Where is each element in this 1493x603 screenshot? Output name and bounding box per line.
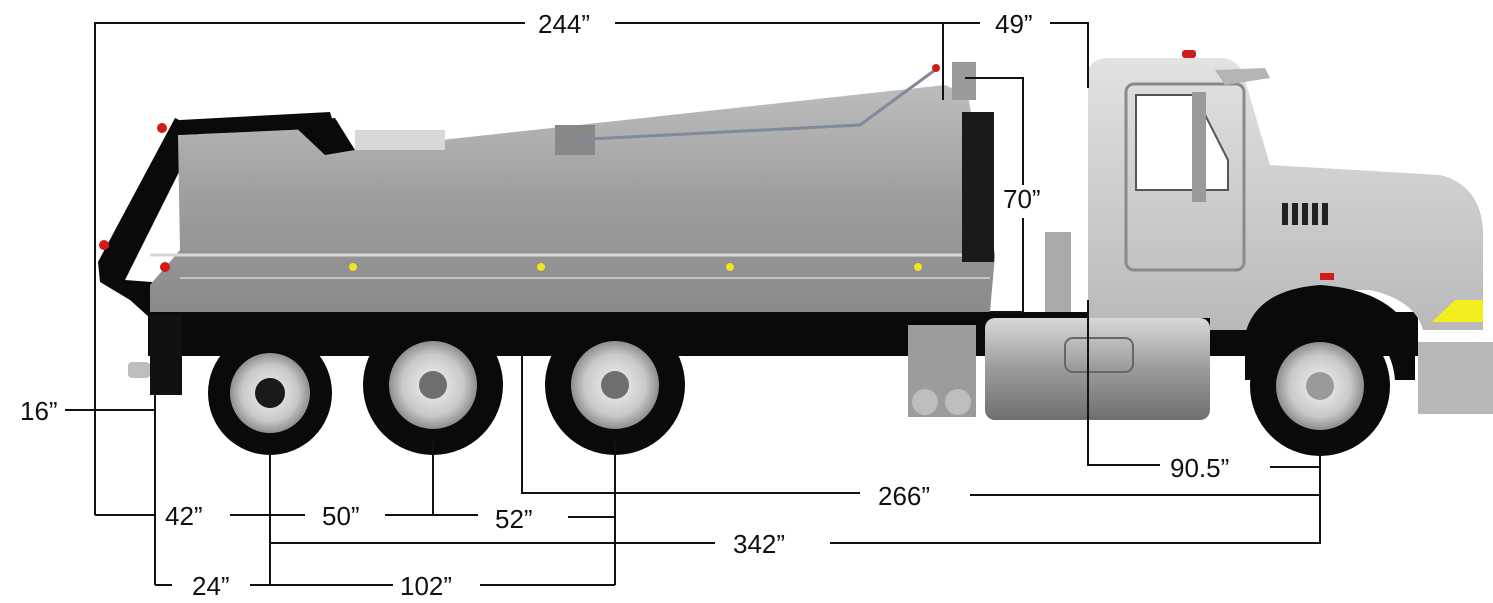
dim-342: 342” (733, 529, 785, 559)
exhaust-stack (1045, 232, 1071, 312)
dimension-lines (65, 22, 1321, 586)
headboard (962, 112, 994, 262)
rear-axle-wheel-3 (545, 315, 685, 455)
headlight (1432, 300, 1483, 322)
fuel-tank (985, 318, 1210, 420)
marker-light-red (160, 262, 170, 272)
dim-49: 49” (995, 9, 1033, 39)
truck-illustration (98, 50, 1493, 456)
dim-244: 244” (538, 9, 590, 39)
body-lift-cylinder (355, 130, 445, 150)
body-rear-slope (290, 118, 355, 155)
front-bumper (1418, 342, 1493, 414)
dim-52: 52” (495, 504, 533, 534)
front-wheel (1250, 316, 1390, 456)
dim-266: 266” (878, 481, 930, 511)
side-marker-red (1320, 273, 1334, 280)
rear-axle-wheel-1 (208, 331, 332, 455)
marker-light-yellow (349, 263, 357, 271)
dimension-labels: 244” 49” 70” 16” 42” 50” 52” 90.5” 266” … (20, 9, 1229, 601)
tarp-arm (569, 68, 936, 142)
visor (1215, 68, 1270, 85)
dim-16: 16” (20, 396, 58, 426)
marker-light-yellow (726, 263, 734, 271)
dim-90-5: 90.5” (1170, 453, 1229, 483)
marker-light-yellow (537, 263, 545, 271)
body-top-rail (178, 112, 335, 135)
dim-42: 42” (165, 501, 203, 531)
dim-50: 50” (322, 501, 360, 531)
rear-axle-wheel-2 (363, 315, 503, 455)
headboard-cap (952, 62, 976, 100)
dim-24: 24” (192, 571, 230, 601)
mirror (1192, 92, 1206, 202)
tow-hitch (128, 362, 150, 378)
front-fender (1245, 285, 1415, 380)
hood-vents (1282, 203, 1328, 225)
dim-102: 102” (400, 571, 452, 601)
dim-70: 70” (1003, 184, 1041, 214)
cab-door (1124, 82, 1246, 272)
roof-light (1182, 50, 1196, 58)
rear-tailgate (98, 118, 200, 318)
marker-light-yellow (914, 263, 922, 271)
